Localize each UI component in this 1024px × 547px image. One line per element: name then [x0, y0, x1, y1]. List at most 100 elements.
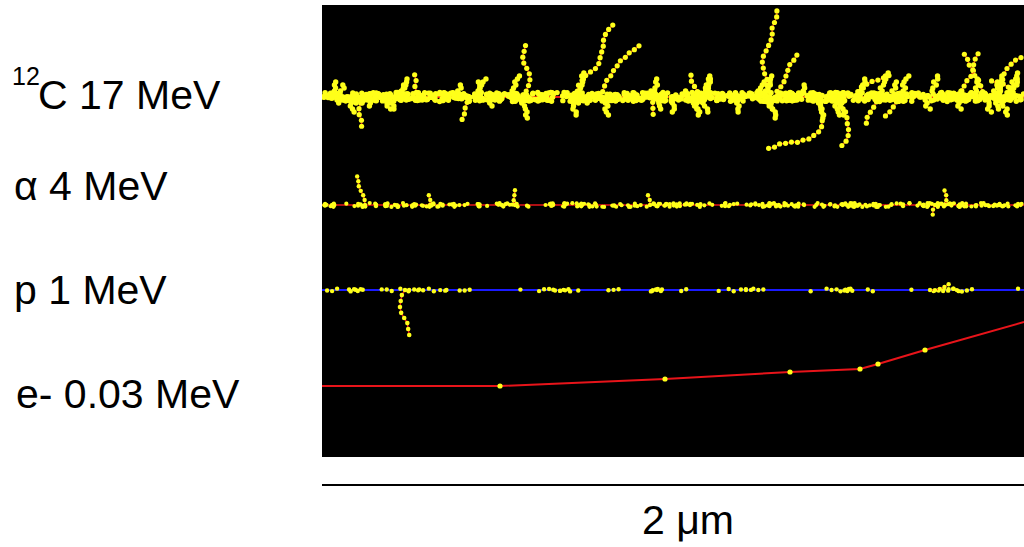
energy-deposit	[356, 202, 360, 206]
energy-deposit	[618, 58, 623, 63]
energy-deposit	[503, 202, 507, 206]
energy-deposit	[846, 127, 851, 132]
energy-deposit	[425, 96, 430, 101]
energy-deposit	[402, 316, 407, 321]
energy-deposit	[696, 112, 701, 117]
energy-deposit	[767, 202, 771, 206]
energy-deposit	[659, 91, 664, 96]
delta-ray-track	[775, 55, 797, 97]
energy-deposit	[599, 49, 604, 54]
energy-deposit	[595, 205, 599, 209]
energy-deposit	[648, 203, 652, 207]
energy-deposit	[964, 78, 969, 83]
energy-deposit	[878, 203, 882, 207]
energy-deposit	[322, 90, 327, 95]
delta-ray-deposits	[772, 52, 799, 99]
delta-ray-deposits	[398, 288, 412, 338]
energy-deposit	[772, 20, 777, 25]
energy-deposit	[969, 204, 973, 208]
energy-deposit	[462, 288, 466, 292]
energy-deposit	[1013, 58, 1018, 63]
energy-deposit	[965, 57, 970, 62]
energy-deposit	[868, 203, 872, 207]
energy-deposit	[886, 205, 890, 209]
energy-deposit	[642, 90, 647, 95]
energy-deposit	[1019, 202, 1023, 206]
energy-deposit	[928, 201, 932, 205]
energy-deposit	[449, 91, 454, 96]
energy-deposit	[651, 112, 656, 117]
energy-deposit	[668, 202, 672, 206]
energy-deposit	[627, 205, 631, 209]
energy-deposit	[989, 78, 994, 83]
energy-deposit	[710, 95, 715, 100]
energy-deposit	[847, 287, 851, 291]
energy-deposit	[838, 289, 842, 293]
energy-deposit	[357, 184, 361, 188]
energy-deposit	[965, 288, 969, 292]
energy-deposit	[864, 121, 869, 126]
energy-deposit	[403, 288, 408, 293]
energy-deposit	[1016, 287, 1020, 291]
delta-ray-deposits	[427, 193, 433, 207]
energy-deposit	[646, 193, 650, 197]
energy-deposit	[385, 201, 389, 205]
delta-ray-deposits	[766, 94, 826, 151]
energy-deposit	[658, 106, 663, 111]
energy-deposit	[323, 203, 327, 207]
particle-label: e- 0.03 MeV	[16, 374, 239, 415]
energy-deposit	[441, 204, 445, 208]
energy-deposit	[514, 91, 519, 96]
energy-deposit	[627, 50, 632, 55]
energy-deposit	[715, 91, 720, 96]
energy-deposit	[548, 202, 552, 206]
energy-deposit	[1013, 203, 1017, 207]
energy-deposit	[714, 96, 719, 101]
energy-deposit	[899, 202, 903, 206]
energy-deposit	[795, 140, 800, 145]
energy-deposit	[537, 289, 541, 293]
energy-deposit	[492, 97, 497, 102]
energy-deposit	[568, 289, 572, 293]
energy-deposit	[633, 202, 637, 206]
energy-deposit	[457, 203, 461, 207]
energy-deposit	[616, 287, 620, 291]
energy-deposit	[887, 109, 892, 114]
energy-deposit	[774, 98, 779, 103]
energy-deposit	[690, 202, 694, 206]
energy-deposit	[761, 205, 765, 209]
energy-deposit	[948, 201, 952, 205]
energy-deposit	[611, 68, 616, 73]
energy-deposit	[359, 124, 364, 129]
energy-deposit	[874, 202, 878, 206]
energy-deposit	[609, 98, 614, 103]
energy-deposit	[891, 104, 896, 109]
energy-deposit	[960, 201, 964, 205]
energy-deposit	[966, 93, 971, 98]
delta-ray-deposits	[575, 22, 616, 99]
delta-ray-track	[514, 190, 515, 205]
energy-deposit	[523, 43, 528, 48]
energy-deposit	[802, 202, 806, 206]
energy-deposit	[466, 99, 471, 104]
energy-deposit	[922, 202, 926, 206]
energy-deposit	[530, 91, 535, 96]
energy-deposit	[866, 287, 870, 291]
energy-deposit	[761, 79, 766, 84]
energy-deposit	[602, 205, 606, 209]
energy-deposit	[606, 27, 611, 32]
energy-deposit	[774, 8, 779, 13]
energy-deposit	[553, 288, 557, 292]
energy-deposit	[407, 333, 412, 338]
energy-deposit	[970, 67, 975, 72]
energy-deposit	[443, 288, 447, 292]
energy-deposit	[783, 141, 788, 146]
energy-deposit	[723, 204, 727, 208]
energy-deposit	[462, 111, 467, 116]
energy-deposit	[541, 94, 546, 99]
ion-deposits	[322, 70, 1024, 120]
particle-label: p 1 MeV	[14, 270, 167, 311]
energy-deposit	[744, 287, 748, 291]
energy-deposit	[783, 73, 788, 78]
energy-deposit	[623, 55, 628, 60]
